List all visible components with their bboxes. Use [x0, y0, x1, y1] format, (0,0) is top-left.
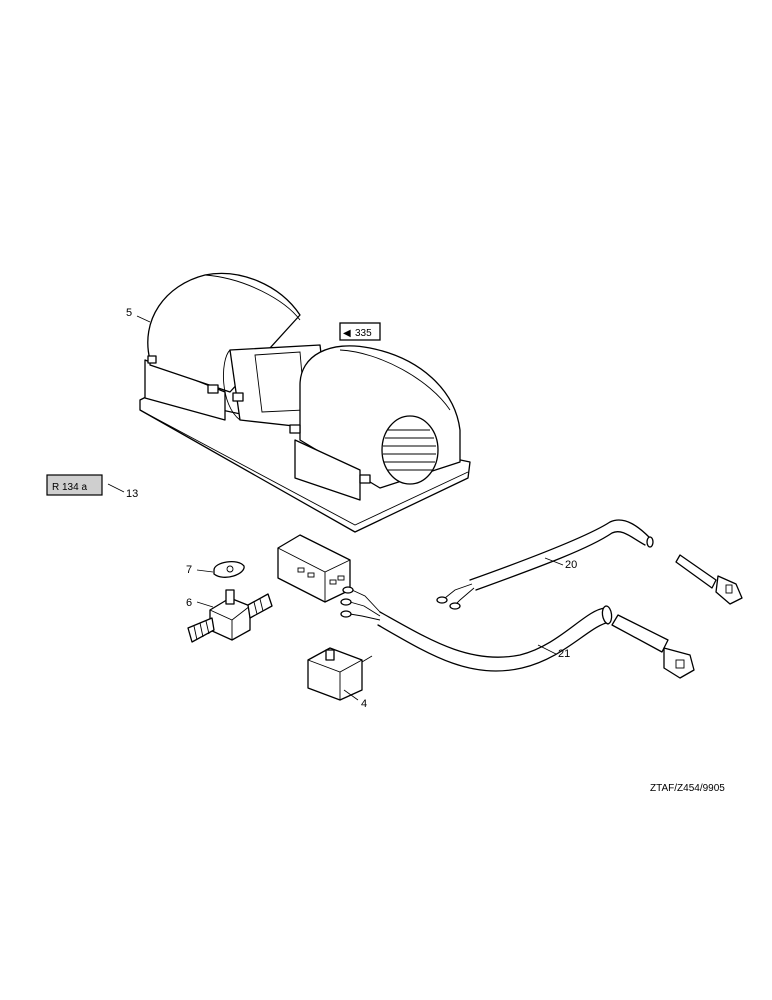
drawing-code: ZTAF/Z454/9905 [650, 783, 725, 794]
callout-13: 13 [126, 488, 138, 500]
cable-21 [340, 586, 613, 672]
callout-21: 21 [558, 648, 570, 660]
callout-7: 7 [186, 564, 192, 576]
valve-assembly [187, 560, 273, 643]
cable-20 [436, 519, 654, 610]
callout-6: 6 [186, 597, 192, 609]
relay-block [277, 534, 351, 603]
connector-plug-20 [675, 554, 743, 605]
refrigerant-label: R 134 a [52, 482, 87, 493]
reference-arrow: ◀ [343, 328, 351, 339]
callout-20: 20 [565, 559, 577, 571]
blower-assembly [136, 272, 471, 533]
reference-value: 335 [355, 328, 372, 339]
callout-5: 5 [126, 307, 132, 319]
reference-box: ◀ 335 [339, 322, 381, 341]
refrigerant-badge: R 134 a [46, 474, 125, 496]
switch [307, 647, 373, 701]
connector-plug-21 [611, 614, 695, 679]
callout-4: 4 [361, 698, 367, 710]
